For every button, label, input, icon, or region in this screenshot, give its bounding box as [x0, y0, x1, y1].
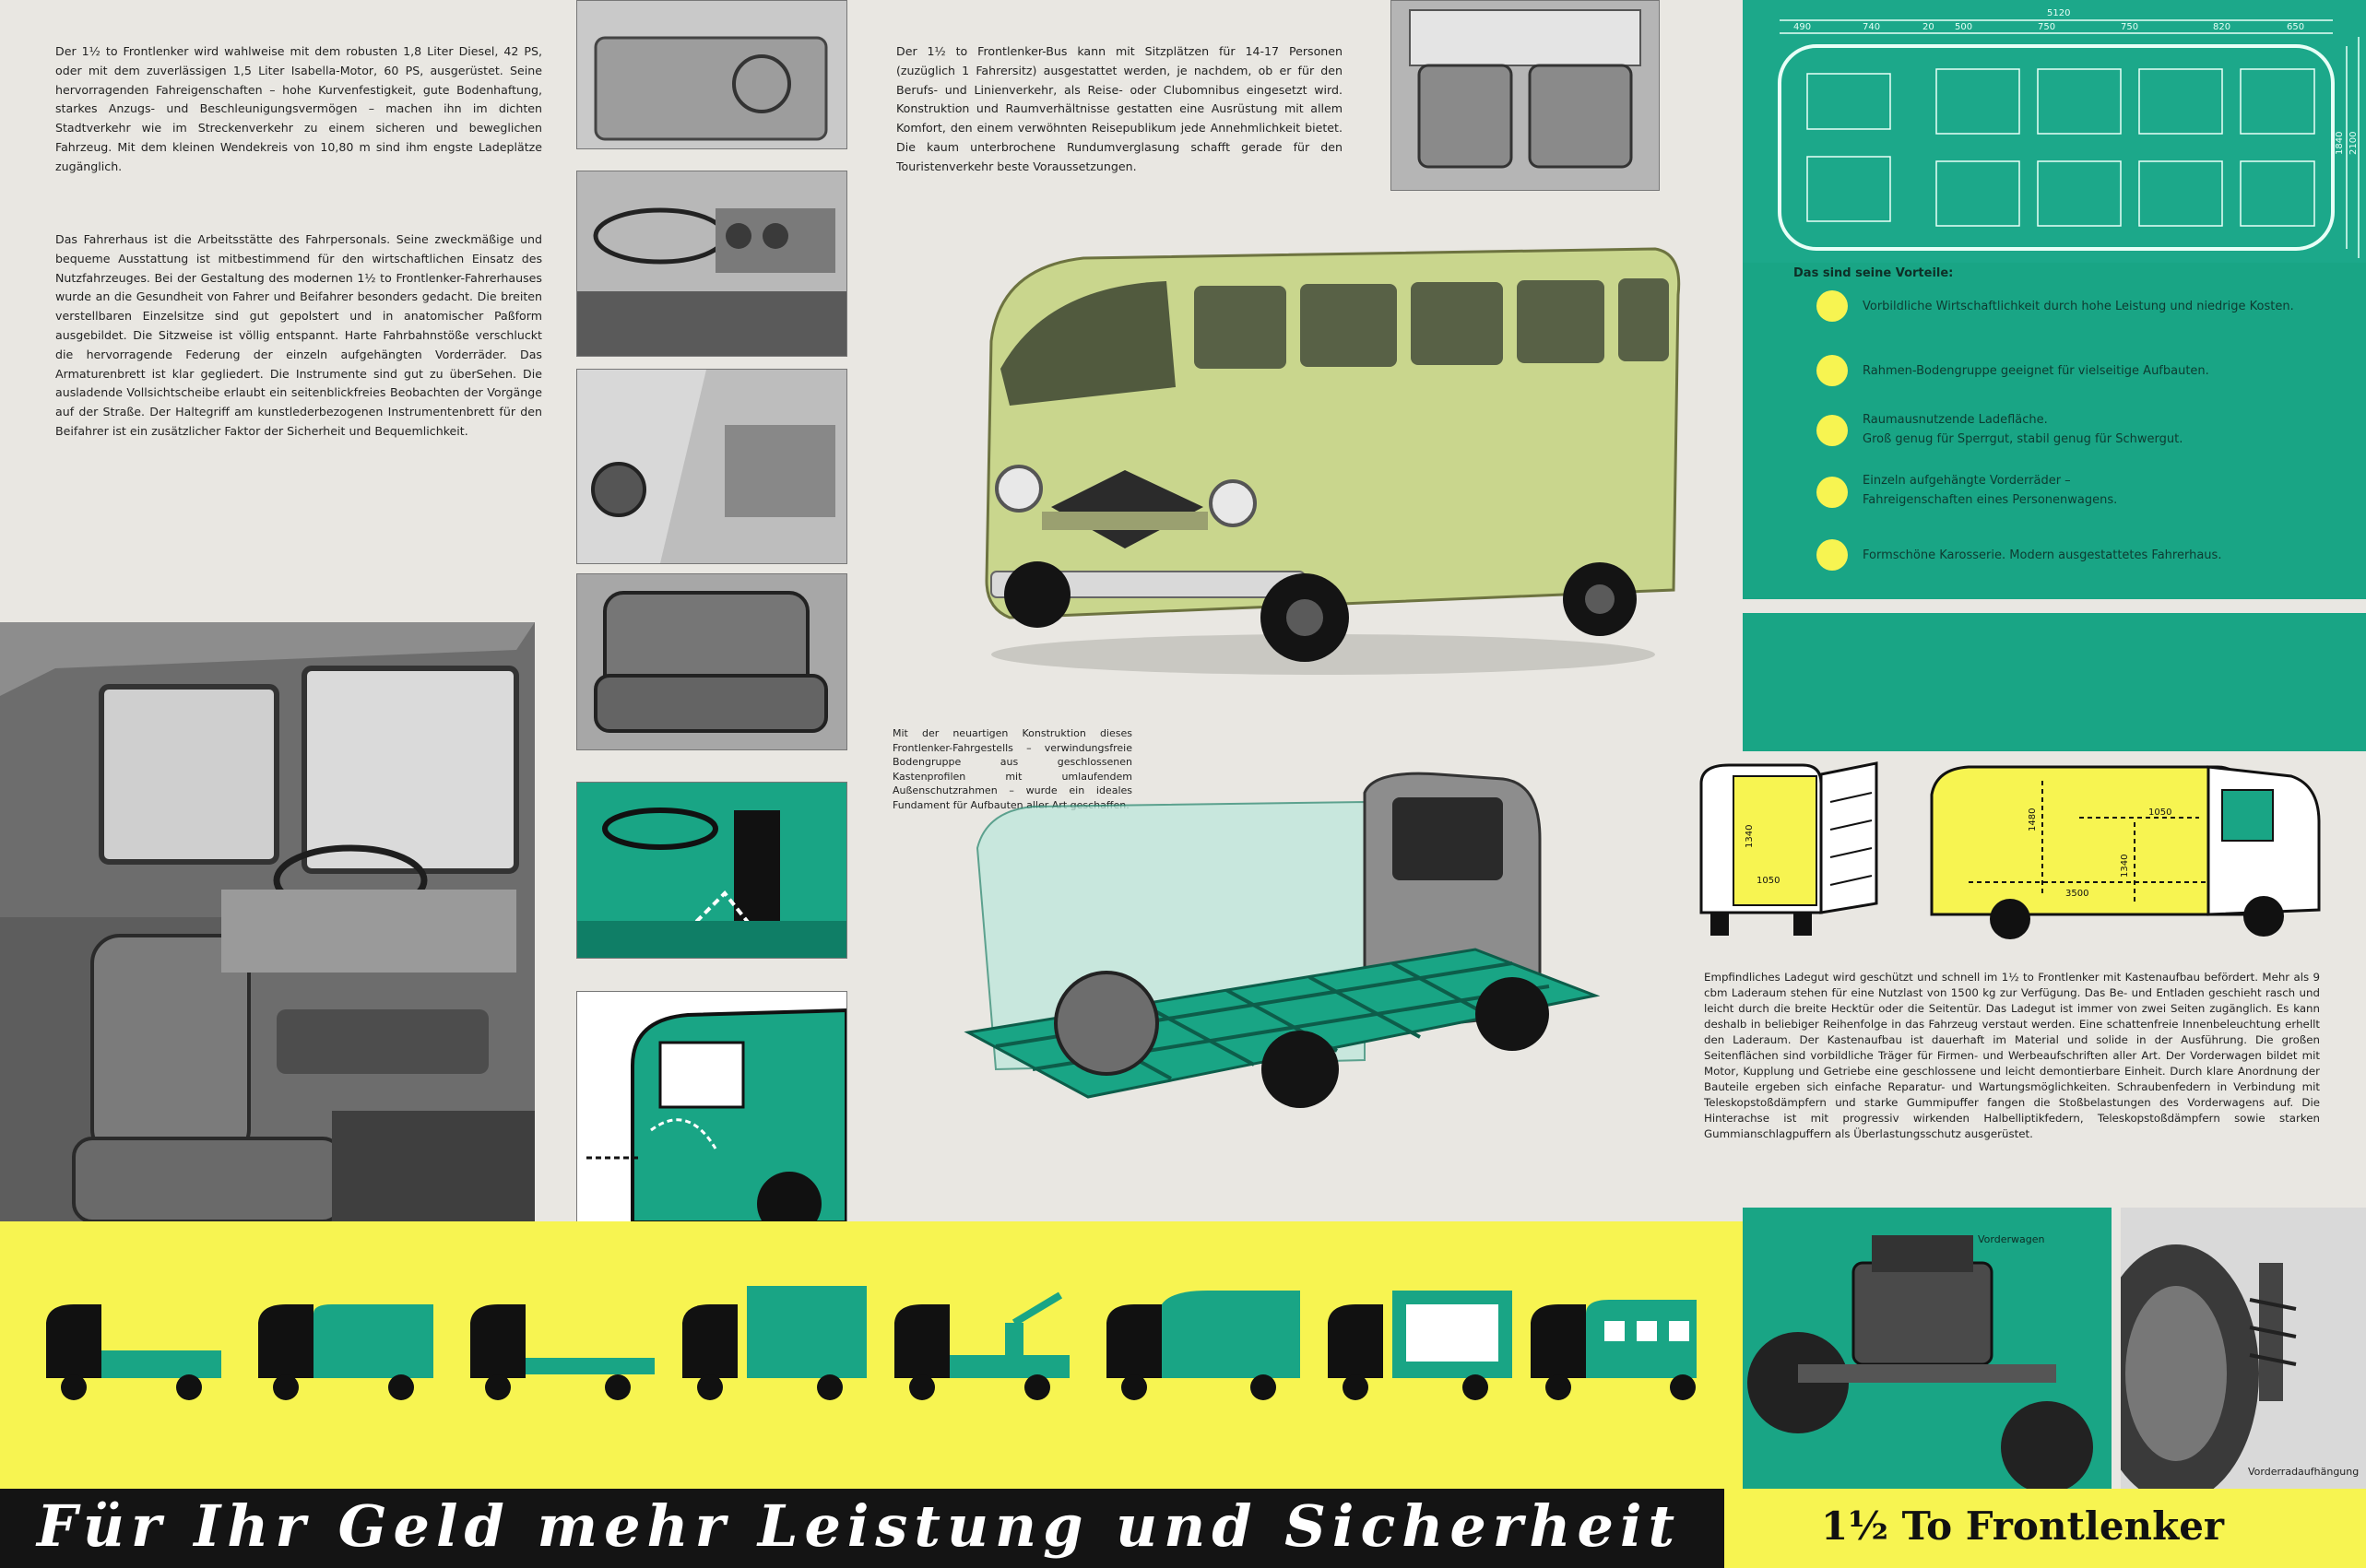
- advantage-bullet: [1816, 477, 1848, 508]
- advantage-item-3: Raumausnutzende Ladefläche. Groß genug f…: [1863, 413, 2183, 446]
- van-side-height: 1480: [2028, 808, 2038, 831]
- dim-seg-3: 500: [1955, 22, 1972, 32]
- advantage-bullet: [1816, 415, 1848, 446]
- truck-variants: [37, 1286, 1720, 1406]
- front-suspension-caption: Vorderradaufhängung: [2248, 1466, 2360, 1478]
- interior-photo-3: [576, 369, 847, 564]
- paragraph-text: Das Fahrerhaus ist die Arbeitsstätte des…: [55, 232, 542, 438]
- paragraph-text: Der 1½ to Frontlenker-Bus kann mit Sitzp…: [896, 44, 1343, 173]
- van-rear-height: 1340: [1745, 825, 1755, 848]
- seat-photo: [576, 573, 847, 750]
- dim-width-2: 2100: [2348, 132, 2359, 155]
- dashboard-diagram: [576, 782, 847, 959]
- advantages-panel: Das sind seine Vorteile: Vorbildliche Wi…: [1743, 263, 2366, 599]
- chassis-cutaway-drawing: [964, 772, 1601, 1108]
- dim-seg-4: 750: [2038, 22, 2055, 32]
- advantages-heading: Das sind seine Vorteile:: [1793, 266, 1954, 280]
- front-assembly-caption: Vorderwagen: [1978, 1233, 2045, 1245]
- interior-photo-1: [576, 0, 847, 149]
- engine-paragraph: Der 1½ to Frontlenker wird wahlweise mit…: [55, 42, 542, 177]
- van-length: 3500: [2065, 889, 2088, 899]
- paragraph-text: Der 1½ to Frontlenker wird wahlweise mit…: [55, 44, 542, 173]
- paragraph-text: Mit der neuartigen Konstruktion dieses F…: [893, 727, 1132, 811]
- teal-band: [1743, 613, 2366, 751]
- variant-box-van: [258, 1304, 433, 1400]
- variant-showcase: [1328, 1291, 1512, 1400]
- variant-tall-box: [682, 1286, 867, 1400]
- dim-seg-6: 820: [2213, 22, 2230, 32]
- bus-paragraph: Der 1½ to Frontlenker-Bus kann mit Sitzp…: [896, 42, 1343, 177]
- minibus-drawing: [985, 247, 1681, 675]
- dim-seg-2: 740: [1863, 22, 1880, 32]
- ventilation-diagram: [576, 991, 847, 1223]
- front-assembly-photo: Vorderwagen: [1743, 1208, 2112, 1489]
- footer-bar: Für Ihr Geld mehr Leistung und Sicherhei…: [0, 1489, 1724, 1568]
- footer-title: 1½ To Frontlenker: [1821, 1503, 2225, 1549]
- dim-seg-1: 490: [1793, 22, 1811, 32]
- dim-width: 1840: [2335, 132, 2345, 155]
- front-suspension-photo: Vorderradaufhängung: [2121, 1208, 2366, 1489]
- floorplan-panel: 5120 490 740 20 500 750 750 820 650 1840…: [1743, 0, 2366, 263]
- advantage-item-2: Rahmen-Bodengruppe geeignet für vielseit…: [1863, 364, 2209, 378]
- van-side-lower: 1340: [2120, 855, 2130, 878]
- advantage-item-5: Formschöne Karosserie. Modern ausgestatt…: [1863, 548, 2222, 562]
- advantage-bullet: [1816, 539, 1848, 571]
- dim-seg-small: 20: [1922, 22, 1934, 32]
- dim-total: 5120: [2047, 8, 2070, 18]
- cab-paragraph: Das Fahrerhaus ist die Arbeitsstätte des…: [55, 230, 542, 442]
- van-rear-diagram: 1340 1050: [1692, 756, 1904, 940]
- bus-illustration: [936, 230, 1701, 682]
- van-side-width: 1050: [2148, 808, 2171, 818]
- advantage-bullet: [1816, 355, 1848, 386]
- floorplan-drawing: 5120 490 740 20 500 750 750 820 650 1840…: [1778, 8, 2360, 258]
- paragraph-text: Empfindliches Ladegut wird geschützt und…: [1704, 971, 2320, 1140]
- cab-interior-illustration: [0, 622, 535, 1221]
- van-side-diagram: 1480 1050 1340 3500: [1913, 758, 2337, 942]
- variant-tow-truck: [894, 1291, 1070, 1400]
- dim-seg-5: 750: [2121, 22, 2138, 32]
- footer-title-box: 1½ To Frontlenker: [1724, 1489, 2366, 1568]
- chassis-paragraph: Mit der neuartigen Konstruktion dieses F…: [893, 726, 1132, 813]
- variant-pickup: [46, 1304, 221, 1400]
- chassis-illustration: [959, 765, 1604, 1134]
- footer-slogan: Für Ihr Geld mehr Leistung und Sicherhei…: [37, 1492, 1682, 1560]
- bus-interior-photo: [1390, 0, 1660, 191]
- dim-seg-7: 650: [2287, 22, 2304, 32]
- variant-platform: [470, 1304, 655, 1400]
- variant-covered-box: [1106, 1291, 1300, 1400]
- van-rear-width: 1050: [1757, 876, 1780, 886]
- cab-interior-photo: [0, 622, 535, 1221]
- interior-photo-2: [576, 171, 847, 357]
- variant-silhouettes: [46, 1286, 1720, 1400]
- advantage-bullet: [1816, 290, 1848, 322]
- cargo-paragraph: Empfindliches Ladegut wird geschützt und…: [1704, 970, 2320, 1142]
- advantage-item-4: Einzeln aufgehängte Vorderräder – Fahrei…: [1863, 474, 2118, 507]
- advantage-item-1: Vorbildliche Wirtschaftlichkeit durch ho…: [1863, 300, 2294, 313]
- variant-ambulance: [1531, 1300, 1720, 1400]
